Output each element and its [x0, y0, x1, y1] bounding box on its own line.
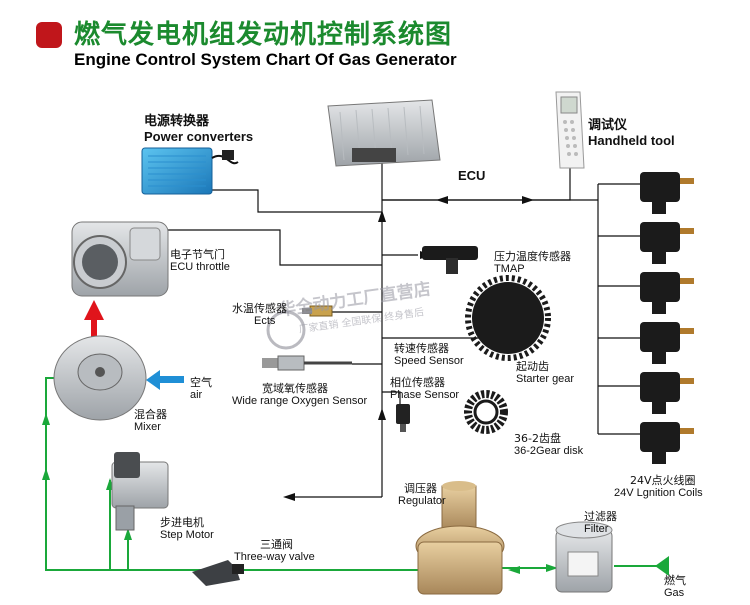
air-arrow: [146, 370, 184, 390]
ecu-throttle-icon: [71, 221, 169, 297]
ignition-coil-icon: [640, 222, 694, 264]
ignition-coil-icon: [640, 422, 694, 464]
ignition-coil-icon: [640, 372, 694, 414]
ignition-coil-icon: [640, 172, 694, 214]
power-converter-icon: [141, 147, 239, 195]
ignition-coil-icon: [640, 272, 694, 314]
tmap-sensor-icon: [422, 246, 478, 274]
filter-icon: [555, 521, 613, 593]
three-way-valve-icon: [192, 560, 244, 586]
ignition-coil-icon: [640, 322, 694, 364]
handheld-tool-icon: [555, 91, 585, 169]
ignition-coils-group: [640, 172, 694, 464]
title-marker: [36, 22, 62, 48]
step-motor-icon: [111, 452, 169, 531]
phase-sensor-icon: [396, 404, 410, 432]
regulator-icon: [415, 481, 505, 595]
title-chinese: 燃气发电机组发动机控制系统图: [74, 20, 453, 50]
title-english: Engine Control System Chart Of Gas Gener…: [74, 50, 457, 69]
ecu-icon: [327, 99, 441, 167]
starter-gear-icon: [465, 275, 551, 361]
mixture-arrow: [84, 300, 104, 338]
watermark-logo-icon: [266, 310, 306, 350]
gas-flow-arrows: [42, 374, 669, 576]
ects-sensor-icon: [302, 305, 333, 317]
oxygen-sensor-icon: [262, 355, 352, 371]
gear-disk-icon: [464, 390, 508, 434]
mixer-icon: [53, 335, 147, 421]
ecu-label: ECU: [458, 168, 486, 183]
